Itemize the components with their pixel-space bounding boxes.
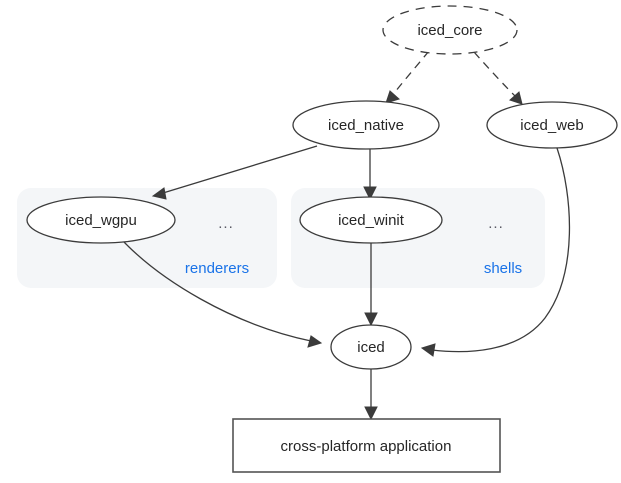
- node-iced_web-label: iced_web: [520, 117, 583, 134]
- edge-iced_wgpu-to-iced: [123, 241, 323, 348]
- edge-iced_web-to-iced: [420, 147, 571, 357]
- node-iced_wgpu-shape[interactable]: [26, 196, 176, 244]
- node-iced_core-shape[interactable]: [382, 5, 518, 55]
- node-app-label: cross-platform application: [281, 438, 452, 455]
- edge-iced_native-to-iced_wgpu: [151, 145, 318, 200]
- edge-iced-to-app: [364, 368, 378, 421]
- node-iced_winit-shape[interactable]: [299, 196, 443, 244]
- node-iced_winit[interactable]: iced_winit: [299, 196, 443, 244]
- edge-iced_core-to-iced_native: [385, 50, 430, 104]
- edge-iced_winit-to-iced: [364, 243, 378, 327]
- node-iced_winit-label: iced_winit: [338, 212, 405, 229]
- node-iced_web-shape[interactable]: [486, 101, 618, 149]
- cluster-shells-ellipsis: ...: [488, 215, 504, 232]
- node-iced_core[interactable]: iced_core: [382, 5, 518, 55]
- node-iced_native-label: iced_native: [328, 117, 404, 134]
- cluster-shells-label: shells: [484, 260, 522, 277]
- node-iced_native[interactable]: iced_native: [292, 100, 440, 150]
- cluster-renderers-ellipsis: ...: [218, 215, 234, 232]
- node-iced-shape[interactable]: [330, 324, 412, 370]
- node-cross-platform-application[interactable]: cross-platform application: [232, 418, 501, 473]
- edge-iced_native-to-iced_winit: [363, 148, 377, 201]
- edge-iced_core-to-iced_web: [473, 51, 523, 105]
- node-iced[interactable]: iced: [330, 324, 412, 370]
- node-app-shape[interactable]: [232, 418, 501, 473]
- node-iced_native-shape[interactable]: [292, 100, 440, 150]
- node-iced_wgpu[interactable]: iced_wgpu: [26, 196, 176, 244]
- cluster-renderers-label: renderers: [185, 260, 249, 277]
- node-iced_web[interactable]: iced_web: [486, 101, 618, 149]
- node-iced_core-label: iced_core: [417, 22, 482, 39]
- node-iced_wgpu-label: iced_wgpu: [65, 212, 137, 229]
- node-iced-label: iced: [357, 339, 385, 356]
